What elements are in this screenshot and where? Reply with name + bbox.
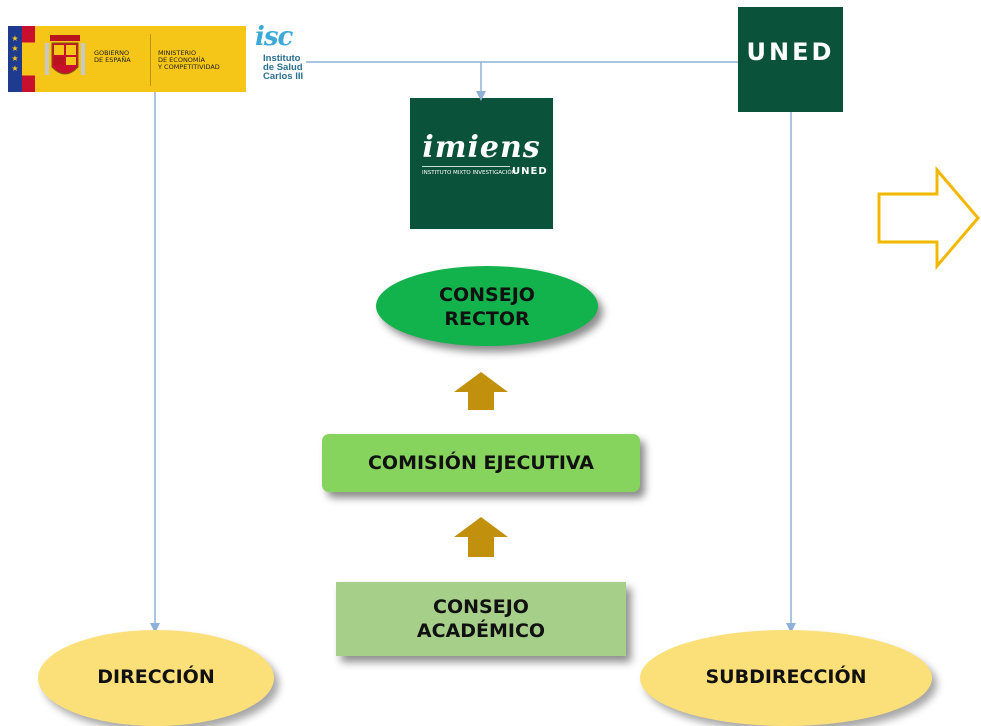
up-arrow-to-ejecutiva: [454, 517, 508, 557]
gobierno-text-line2: DE ESPAÑA: [94, 56, 131, 64]
isciii-text-line3: Carlos III: [263, 71, 304, 82]
direccion-label: DIRECCIÓN: [97, 666, 215, 688]
subdireccion-ellipse: [640, 630, 932, 726]
eu-stars-icon: ★★★★: [11, 34, 19, 73]
comision-ejecutiva-label: COMISIÓN EJECUTIVA: [367, 452, 595, 474]
ministerio-text-line1: MINISTERIO: [158, 49, 197, 57]
up-arrow-to-rector: [454, 372, 508, 410]
imiens-logo-subtitle: INSTITUTO MIXTO INVESTIGACIÓN: [422, 170, 516, 176]
consejo-academico-box: [336, 582, 626, 656]
gobierno-text-line1: GOBIERNO: [94, 49, 130, 57]
imiens-logo-text: imiens: [422, 130, 541, 165]
right-arrow-outline: [877, 165, 980, 271]
imiens-logo-uned: UNED: [512, 166, 548, 177]
eu-flag-icon: [8, 26, 22, 92]
consejo-academico-label: CONSEJO ACADÉMICO: [416, 596, 546, 642]
isciii-logo-background: [246, 26, 306, 92]
subdireccion-label: SUBDIRECCIÓN: [705, 666, 867, 688]
isciii-text-line1: Instituto: [263, 53, 301, 64]
isciii-logo-mark: isc: [255, 22, 293, 52]
logo-divider: [150, 34, 151, 86]
consejo-rector-label: CONSEJO RECTOR: [439, 284, 535, 330]
imiens-logo-rule: [422, 166, 510, 167]
ministerio-text-line2: DE ECONOMÍA: [158, 56, 205, 64]
uned-logo-text: UNED: [746, 38, 835, 66]
consejo-rector-ellipse: [376, 266, 598, 346]
imiens-logo: [410, 98, 553, 229]
isciii-text-line2: de Salud: [263, 62, 303, 73]
uned-logo: [738, 7, 843, 112]
coat-of-arms-icon: [45, 35, 85, 75]
direccion-ellipse: [38, 630, 274, 726]
ministerio-text-line3: Y COMPETITIVIDAD: [158, 63, 220, 71]
comision-ejecutiva-box: [322, 434, 640, 492]
